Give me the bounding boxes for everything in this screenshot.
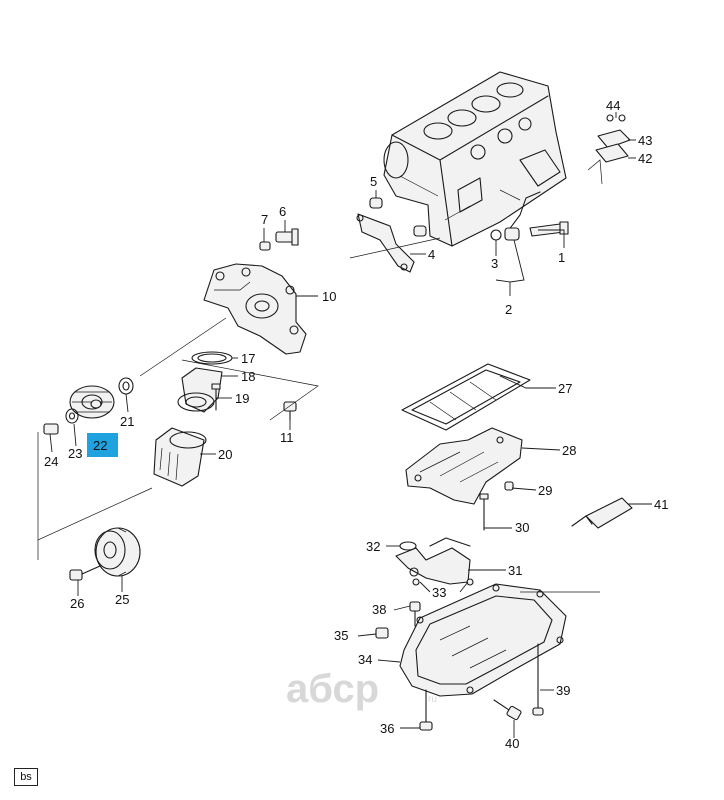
bolt-7 — [259, 241, 271, 251]
callout-22[interactable]: 22 — [93, 438, 107, 453]
watermark: абср — [286, 667, 379, 711]
bolt-1 — [529, 221, 569, 237]
callout-6[interactable]: 6 — [279, 204, 286, 219]
gasket-17 — [191, 351, 233, 365]
plug-35 — [375, 627, 389, 639]
callout-42[interactable]: 42 — [638, 151, 652, 166]
callout-39[interactable]: 39 — [556, 683, 570, 698]
engine-block — [383, 71, 567, 247]
callout-3[interactable]: 3 — [491, 256, 498, 271]
seal-21 — [118, 377, 134, 395]
callout-34[interactable]: 34 — [358, 652, 372, 667]
callout-30[interactable]: 30 — [515, 520, 529, 535]
callout-18[interactable]: 18 — [241, 369, 255, 384]
callout-35[interactable]: 35 — [334, 628, 348, 643]
o-ring-32 — [399, 541, 417, 551]
callout-44[interactable]: 44 — [606, 98, 620, 113]
watermark-suffix: ru — [428, 694, 437, 705]
callout-36[interactable]: 36 — [380, 721, 394, 736]
callout-11[interactable]: 11 — [280, 430, 294, 445]
callout-19[interactable]: 19 — [235, 391, 249, 406]
bolt-11 — [283, 401, 297, 421]
highlight-box-22[interactable] — [87, 433, 118, 457]
bolt-38 — [409, 601, 421, 627]
oil-pump-housing — [203, 263, 307, 355]
bolt-29 — [504, 481, 514, 491]
callout-33[interactable]: 33 — [432, 585, 446, 600]
gasket-cover-42-43 — [595, 114, 631, 163]
callout-10[interactable]: 10 — [322, 289, 336, 304]
callout-28[interactable]: 28 — [562, 443, 576, 458]
bolt-24 — [43, 423, 59, 435]
bolt-30 — [479, 493, 489, 531]
dowel-5 — [369, 197, 427, 237]
oil-strainer-31 — [395, 537, 471, 585]
callout-23[interactable]: 23 — [68, 446, 82, 461]
callout-31[interactable]: 31 — [508, 563, 522, 578]
callout-7[interactable]: 7 — [261, 212, 268, 227]
bolt-39 — [532, 643, 544, 716]
bolt-36 — [419, 689, 433, 731]
oil-pan-34 — [399, 583, 567, 697]
callout-25[interactable]: 25 — [115, 592, 129, 607]
callout-43[interactable]: 43 — [638, 133, 652, 148]
callout-24[interactable]: 24 — [44, 454, 58, 469]
filter-adapter-18 — [177, 367, 223, 413]
callout-20[interactable]: 20 — [218, 447, 232, 462]
corner-badge: bs — [14, 768, 38, 786]
crank-sensor-bracket — [356, 213, 415, 273]
sensor-40 — [493, 699, 522, 721]
sensor-6 — [275, 228, 299, 246]
callout-17[interactable]: 17 — [241, 351, 255, 366]
callout-21[interactable]: 21 — [120, 414, 134, 429]
callout-1[interactable]: 1 — [558, 250, 565, 265]
callout-40[interactable]: 40 — [505, 736, 519, 751]
callout-2[interactable]: 2 — [505, 302, 512, 317]
callout-32[interactable]: 32 — [366, 539, 380, 554]
callout-4[interactable]: 4 — [428, 247, 435, 262]
callout-27[interactable]: 27 — [558, 381, 572, 396]
pulley-25 — [94, 527, 141, 577]
callout-26[interactable]: 26 — [70, 596, 84, 611]
bolt-26 — [69, 565, 101, 581]
callout-5[interactable]: 5 — [370, 174, 377, 189]
oil-filter-20 — [153, 427, 207, 487]
callout-29[interactable]: 29 — [538, 483, 552, 498]
oil-baffle-28 — [405, 427, 523, 505]
gasket-27 — [401, 363, 531, 431]
callout-38[interactable]: 38 — [372, 602, 386, 617]
sprocket-22 — [69, 385, 115, 419]
washer-23 — [65, 408, 79, 424]
sealant-tube-41 — [571, 497, 633, 529]
callout-41[interactable]: 41 — [654, 497, 668, 512]
bolts-33 — [412, 578, 474, 586]
